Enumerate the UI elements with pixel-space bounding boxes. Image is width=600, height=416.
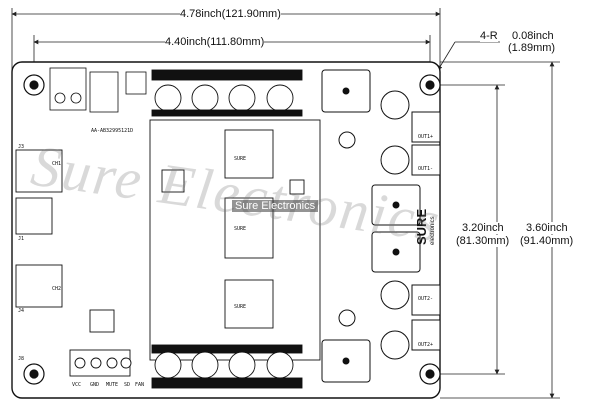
input-label-ch2: CH2 xyxy=(52,286,61,292)
brand-logo-text: SURE xyxy=(414,209,429,245)
power-label-gnd: GND xyxy=(90,382,99,388)
power-label-mute: MUTE xyxy=(106,382,118,388)
dim-radius-label: 4-R xyxy=(480,30,498,42)
input-label-ch1: CH1 xyxy=(52,161,61,167)
dim-hole-height-inch: 3.20inch xyxy=(462,222,504,234)
bottom-capacitors xyxy=(151,344,303,389)
dim-overall-width: 4.78inch(121.90mm) xyxy=(180,8,281,20)
input-label-j3: J3 xyxy=(18,144,24,150)
standoffs xyxy=(338,131,356,327)
power-label-fan: FAN xyxy=(135,382,144,388)
output-terminals xyxy=(380,90,441,360)
dim-overall-height-inch: 3.60inch xyxy=(526,222,568,234)
dim-overall-height-mm: (91.40mm) xyxy=(520,235,574,247)
output-label-2: OUT1- xyxy=(418,166,433,172)
top-connectors xyxy=(49,67,147,113)
chip-label-3: SURE xyxy=(234,304,246,310)
inductors xyxy=(321,69,421,383)
dim-hole-height-mm: (81.30mm) xyxy=(456,235,510,247)
dim-radius-mm: (1.89mm) xyxy=(508,42,556,54)
output-label-3: OUT2- xyxy=(418,296,433,302)
output-label-1: OUT1+ xyxy=(418,134,433,140)
power-label-sd: SD xyxy=(124,382,130,388)
chip-label-2: SURE xyxy=(234,226,246,232)
brand-sub-text: electronics xyxy=(430,216,436,245)
dim-radius-inch: 0.08inch xyxy=(512,30,554,42)
dim-hole-width: 4.40inch(111.80mm) xyxy=(165,36,265,48)
mounting-holes xyxy=(23,74,441,385)
chip-label-1: SURE xyxy=(234,156,246,162)
bottom-connectors xyxy=(69,349,132,377)
input-label-j1: J1 xyxy=(18,236,24,242)
chip-area xyxy=(149,119,321,361)
watermark-stamp: Sure Electronics xyxy=(232,200,319,212)
power-label-vcc: VCC xyxy=(72,382,81,388)
output-label-4: OUT2+ xyxy=(418,342,433,348)
left-inputs xyxy=(15,149,115,333)
board-model-label: AA-AB32995121D xyxy=(91,128,133,134)
top-capacitors xyxy=(151,69,303,117)
input-label-j4: J4 xyxy=(18,308,24,314)
input-label-j8: J8 xyxy=(18,356,24,362)
